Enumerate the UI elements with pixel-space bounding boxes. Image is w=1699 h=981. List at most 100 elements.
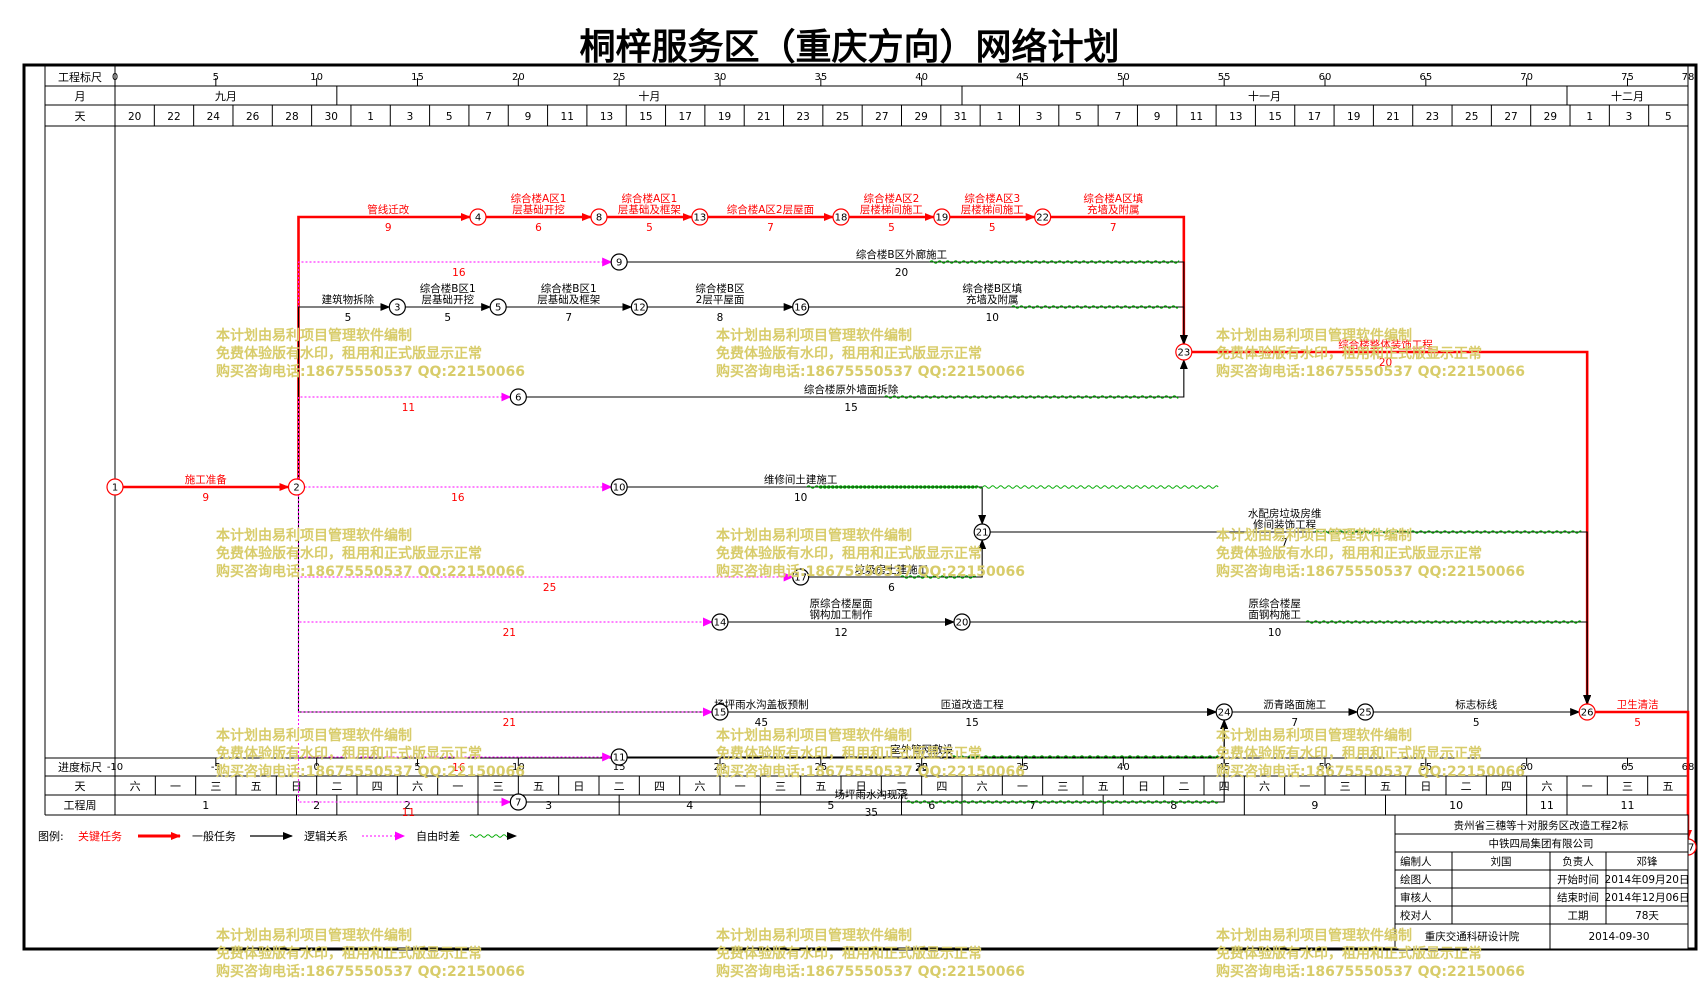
- node-label: 20: [956, 618, 969, 629]
- footer-weekdays: 六一三五日二四六一三五日二四六一三五日二四六一三五日二四六一三五日二四六一三五: [130, 776, 1673, 795]
- weekday-label: 五: [1098, 780, 1109, 793]
- task-name: 综合楼B区填: [962, 282, 1022, 295]
- node-circle: [933, 208, 951, 226]
- day-label: 13: [600, 111, 613, 123]
- task-duration: 5: [989, 222, 996, 234]
- weekday-label: 一: [1582, 780, 1593, 793]
- weekday-label: 一: [735, 780, 746, 793]
- free-float-wave: [929, 260, 1180, 264]
- task-duration: 7: [1110, 222, 1117, 234]
- task-2-10: 16: [304, 482, 613, 504]
- legend-label: 图例:: [38, 829, 64, 843]
- day-label: 3: [407, 111, 414, 123]
- header-months: 九月十月十一月十二月: [215, 86, 1644, 105]
- node-24: 24: [1215, 703, 1233, 721]
- week-label: 2: [313, 799, 320, 812]
- node-20: 20: [953, 613, 971, 631]
- task-duration: 11: [402, 402, 415, 414]
- day-label: 21: [1386, 111, 1399, 123]
- progress-tick-label: -10: [107, 762, 123, 773]
- node-circle: [1578, 703, 1596, 721]
- node-8: 8: [590, 208, 608, 226]
- week-label: 6: [928, 799, 935, 812]
- week-row-label: 工程周: [64, 799, 97, 812]
- weekday-label: 日: [573, 780, 584, 793]
- node-17: 17: [792, 568, 810, 586]
- task-name: 层基础开挖: [422, 293, 475, 306]
- task-name: 匝道改造工程: [941, 698, 1004, 711]
- legend-normal-label: 一般任务: [192, 830, 236, 843]
- task-name: 综合楼B区1: [420, 282, 476, 295]
- day-label: 29: [1544, 111, 1557, 123]
- node-circle: [489, 298, 507, 316]
- progress-tick-label: 20: [714, 762, 727, 773]
- free-float-wave: [1305, 620, 1582, 624]
- weekday-label: 一: [1017, 780, 1028, 793]
- node-label: 23: [1177, 348, 1190, 359]
- node-1: 1: [106, 478, 124, 496]
- node-circle: [1356, 703, 1374, 721]
- day-label: 30: [325, 111, 338, 123]
- scale-tick-label: 78: [1682, 72, 1695, 83]
- day-label: 17: [1308, 111, 1321, 123]
- node-3: 3: [388, 298, 406, 316]
- task-name: 标志标线: [1455, 698, 1497, 711]
- node-16: 16: [792, 298, 810, 316]
- node-label: 21: [976, 528, 989, 539]
- task-name: 综合楼A区2层屋面: [727, 203, 814, 216]
- node-13: 13: [691, 208, 709, 226]
- node-label: 8: [596, 213, 602, 224]
- node-11: 11: [610, 748, 628, 766]
- task-name: 修间装饰工程: [1253, 518, 1316, 531]
- week-label: 10: [1449, 799, 1463, 812]
- outer-frame: [22, 63, 1698, 951]
- node-26: 26: [1578, 703, 1596, 721]
- node-14: 14: [711, 613, 729, 631]
- scale-tick-label: 35: [814, 72, 827, 83]
- task-duration: 7: [1291, 717, 1298, 729]
- week-label: 8: [1170, 799, 1177, 812]
- task-name: 层基础及框架: [537, 293, 600, 306]
- task-name: 层基础开挖: [512, 203, 565, 216]
- task-duration: 10: [794, 492, 807, 504]
- day-label: 9: [525, 111, 532, 123]
- node-label: 3: [394, 303, 400, 314]
- info-cell: 开始时间: [1557, 873, 1599, 886]
- task-name: 原综合楼屋: [1248, 597, 1301, 610]
- task-duration: 5: [646, 222, 653, 234]
- task-name: 综合楼A区1: [511, 192, 567, 205]
- weekday-label: 三: [1340, 780, 1351, 793]
- task-name: 场坪雨水沟盖板预制: [714, 698, 809, 711]
- node-circle: [590, 208, 608, 226]
- week-label: 3: [545, 799, 552, 812]
- task-name: 维修间土建施工: [764, 473, 838, 486]
- week-label: 9: [1311, 799, 1318, 812]
- day-label: 20: [128, 111, 141, 123]
- task-line: [970, 621, 1592, 705]
- scale-tick-label: 30: [714, 72, 727, 83]
- day-label: 25: [836, 111, 849, 123]
- node-label: 14: [714, 618, 727, 629]
- node-label: 26: [1581, 708, 1594, 719]
- scale-tick-label: 60: [1319, 72, 1332, 83]
- day-label: 5: [1665, 111, 1672, 123]
- task-name: 卫生清洁: [1617, 698, 1659, 711]
- task-line: [298, 495, 713, 627]
- scale-tick-label: 75: [1621, 72, 1634, 83]
- task-name: 综合楼A区1: [621, 192, 677, 205]
- progress-tick-label: 40: [1117, 762, 1130, 773]
- scale-tick-label: 50: [1117, 72, 1130, 83]
- legend-float-line: [469, 834, 513, 838]
- task-line: [526, 359, 1188, 398]
- node-circle: [1034, 208, 1052, 226]
